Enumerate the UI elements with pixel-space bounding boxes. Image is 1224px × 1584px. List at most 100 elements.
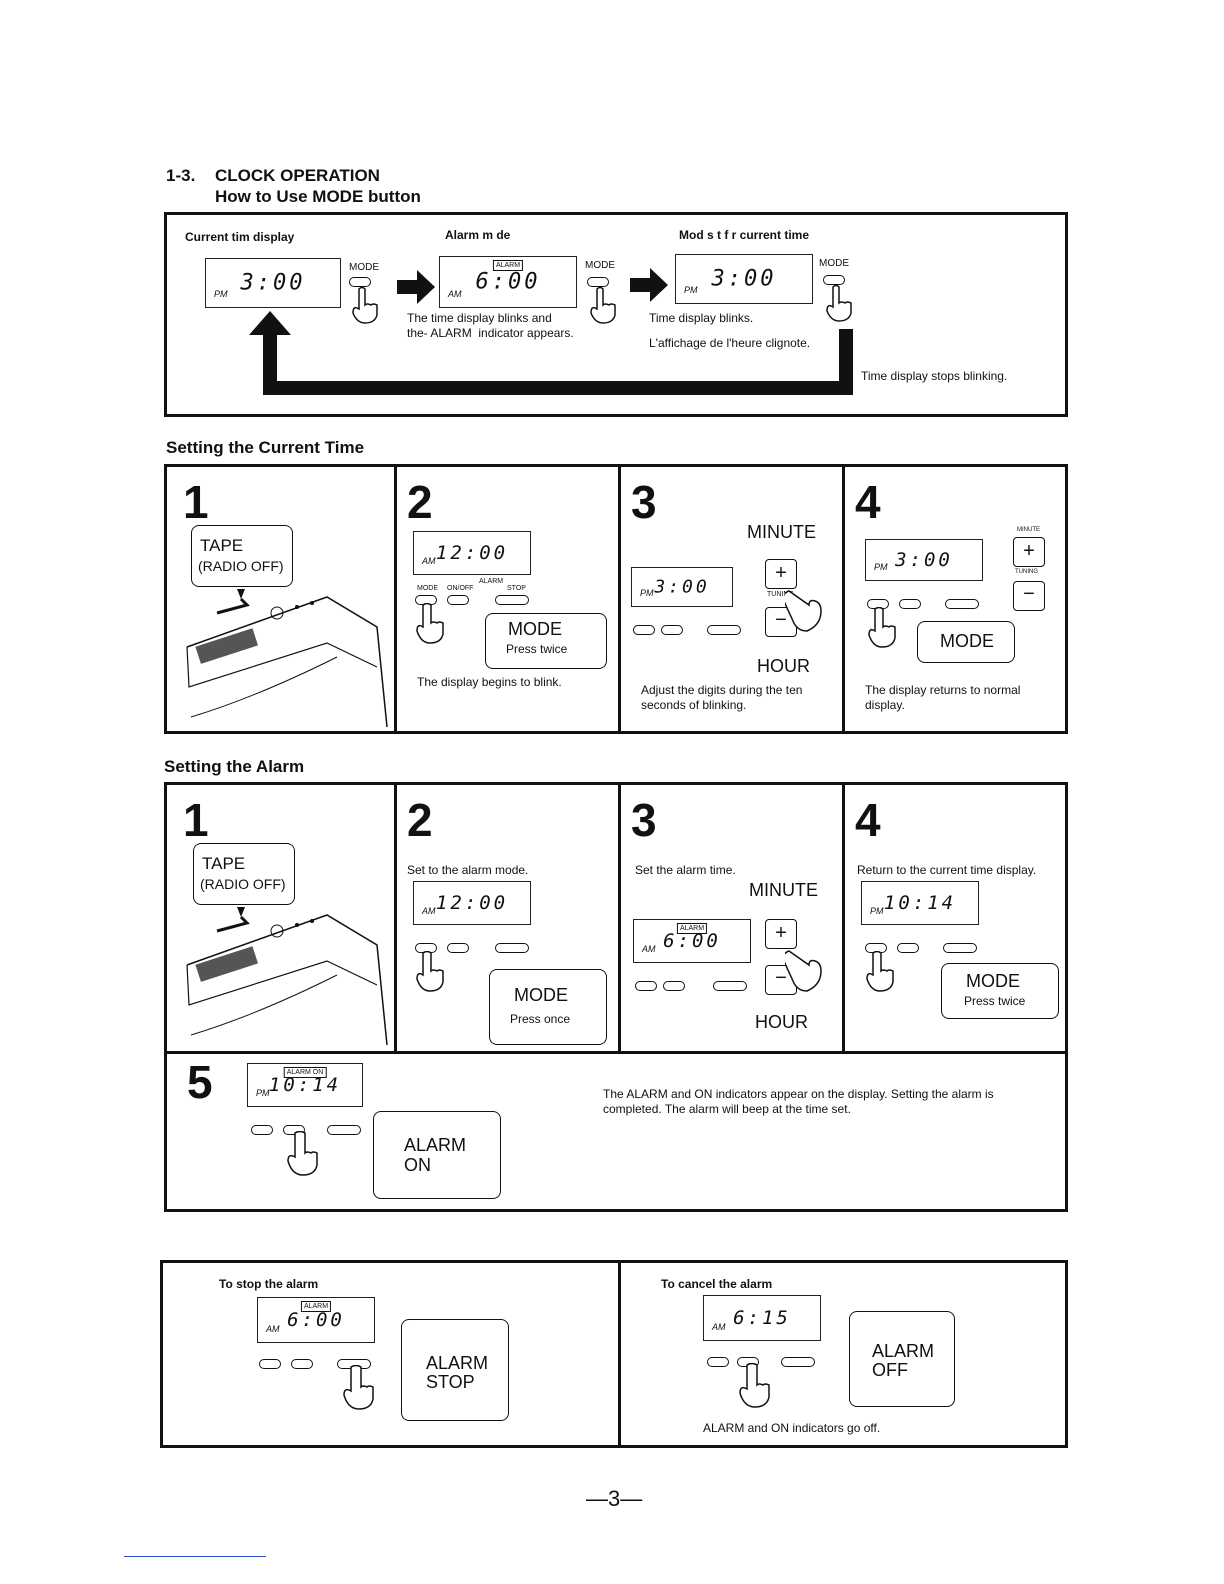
hour-label: HOUR [757,656,810,676]
step-number: 4 [855,476,881,528]
page-number: —3— [586,1486,643,1511]
stop-button[interactable] [713,981,747,991]
mode-button[interactable] [823,275,845,285]
hand-icon [785,590,822,632]
cancel-alarm-title: To cancel the alarm [661,1277,773,1291]
stop-button[interactable] [707,625,741,635]
mode-label: MODE [349,262,379,273]
minute-label: MINUTE [747,522,816,542]
step-number: 3 [631,476,657,528]
callout-press: Press twice [964,994,1026,1008]
setting-alarm-box: 1 TAPE (RADIO OFF) 2 Set to the alarm mo… [164,782,1068,1212]
stop-button[interactable] [495,595,529,605]
onoff-label: ON/OFF [447,585,474,592]
arrow-right-icon [397,270,435,304]
tuning-label: TUNING [1015,569,1038,575]
stop-button[interactable] [495,943,529,953]
minute-plus-button[interactable]: + [1013,537,1045,567]
tape-label: TAPE [202,854,246,873]
step-number: 4 [855,794,881,846]
alarm-off-callout: ALARM OFF [849,1311,955,1407]
hand-icon [352,287,378,324]
link-underline [124,1556,266,1557]
section-title: CLOCK OPERATION [215,166,380,185]
tape-label: TAPE [200,536,244,555]
mode-callout: MODE Press twice [941,963,1059,1019]
mode-button[interactable] [251,1125,273,1135]
step-number: 3 [631,794,657,846]
hand-icon [785,950,822,992]
tape-callout: TAPE (RADIO OFF) [191,525,293,587]
callout-mode: MODE [508,619,562,639]
mode-label: MODE [585,260,615,271]
onoff-button[interactable] [447,595,469,605]
onoff-button[interactable] [447,943,469,953]
step-caption: Adjust the digits during the ten seconds… [641,683,803,712]
step-cell: 1 TAPE (RADIO OFF) [167,785,397,1051]
step-number: 2 [407,476,433,528]
alarm-label: ALARM [479,578,504,585]
hour-minus-button[interactable]: − [1013,581,1045,611]
onoff-button[interactable] [283,1125,305,1135]
stop-button[interactable] [781,1357,815,1367]
hour-label: HOUR [755,1012,808,1032]
step-text: Set the alarm time. [635,863,736,877]
mode-label: MODE [417,585,438,592]
hand-icon [826,285,852,322]
mode-button[interactable] [707,1357,729,1367]
mode-button[interactable] [587,277,609,287]
onoff-button[interactable] [663,981,685,991]
section-subtitle: How to Use MODE button [215,187,421,206]
stop-button[interactable] [945,599,979,609]
note-blinks: Time display blinks. [649,311,754,325]
mode-button[interactable] [635,981,657,991]
step-text: Return to the current time display. [857,863,1037,877]
callout-alarm: ALARM [872,1341,935,1361]
stop-button[interactable] [327,1125,361,1135]
section-number: 1-3. [166,166,196,185]
onoff-button[interactable] [291,1359,313,1369]
alarm-stop-callout: ALARM STOP [401,1319,509,1421]
callout-on: ON [404,1155,431,1175]
mode-callout: MODE Press once [489,969,607,1045]
radio-off-label: (RADIO OFF) [198,558,284,574]
heading-setting-alarm: Setting the Alarm [164,757,305,776]
hand-icon [416,603,444,644]
minute-plus-button[interactable]: + [765,919,797,949]
hand-icon [868,607,896,648]
onoff-button[interactable] [899,599,921,609]
step-number: 1 [183,794,209,846]
mode-flow-box: Current tim display Alarm m de Mod s t f… [164,212,1068,417]
note-stops-blinking: Time display stops blinking. [861,369,1008,383]
minute-plus-button[interactable]: + [765,559,797,589]
mode-button[interactable] [633,625,655,635]
callout-press: Press once [510,1012,571,1026]
label-current-time: Current tim display [185,230,295,244]
stop-button[interactable] [943,943,977,953]
hand-icon [866,951,894,992]
mode-button[interactable] [349,277,371,287]
callout-press: Press twice [506,642,568,656]
radio-device-illustration [186,589,388,727]
radio-off-label: (RADIO OFF) [200,876,286,892]
tape-callout: TAPE (RADIO OFF) [193,843,295,905]
step-number: 2 [407,794,433,846]
onoff-button[interactable] [897,943,919,953]
onoff-button[interactable] [661,625,683,635]
callout-stop: STOP [426,1372,475,1392]
mode-button[interactable] [259,1359,281,1369]
